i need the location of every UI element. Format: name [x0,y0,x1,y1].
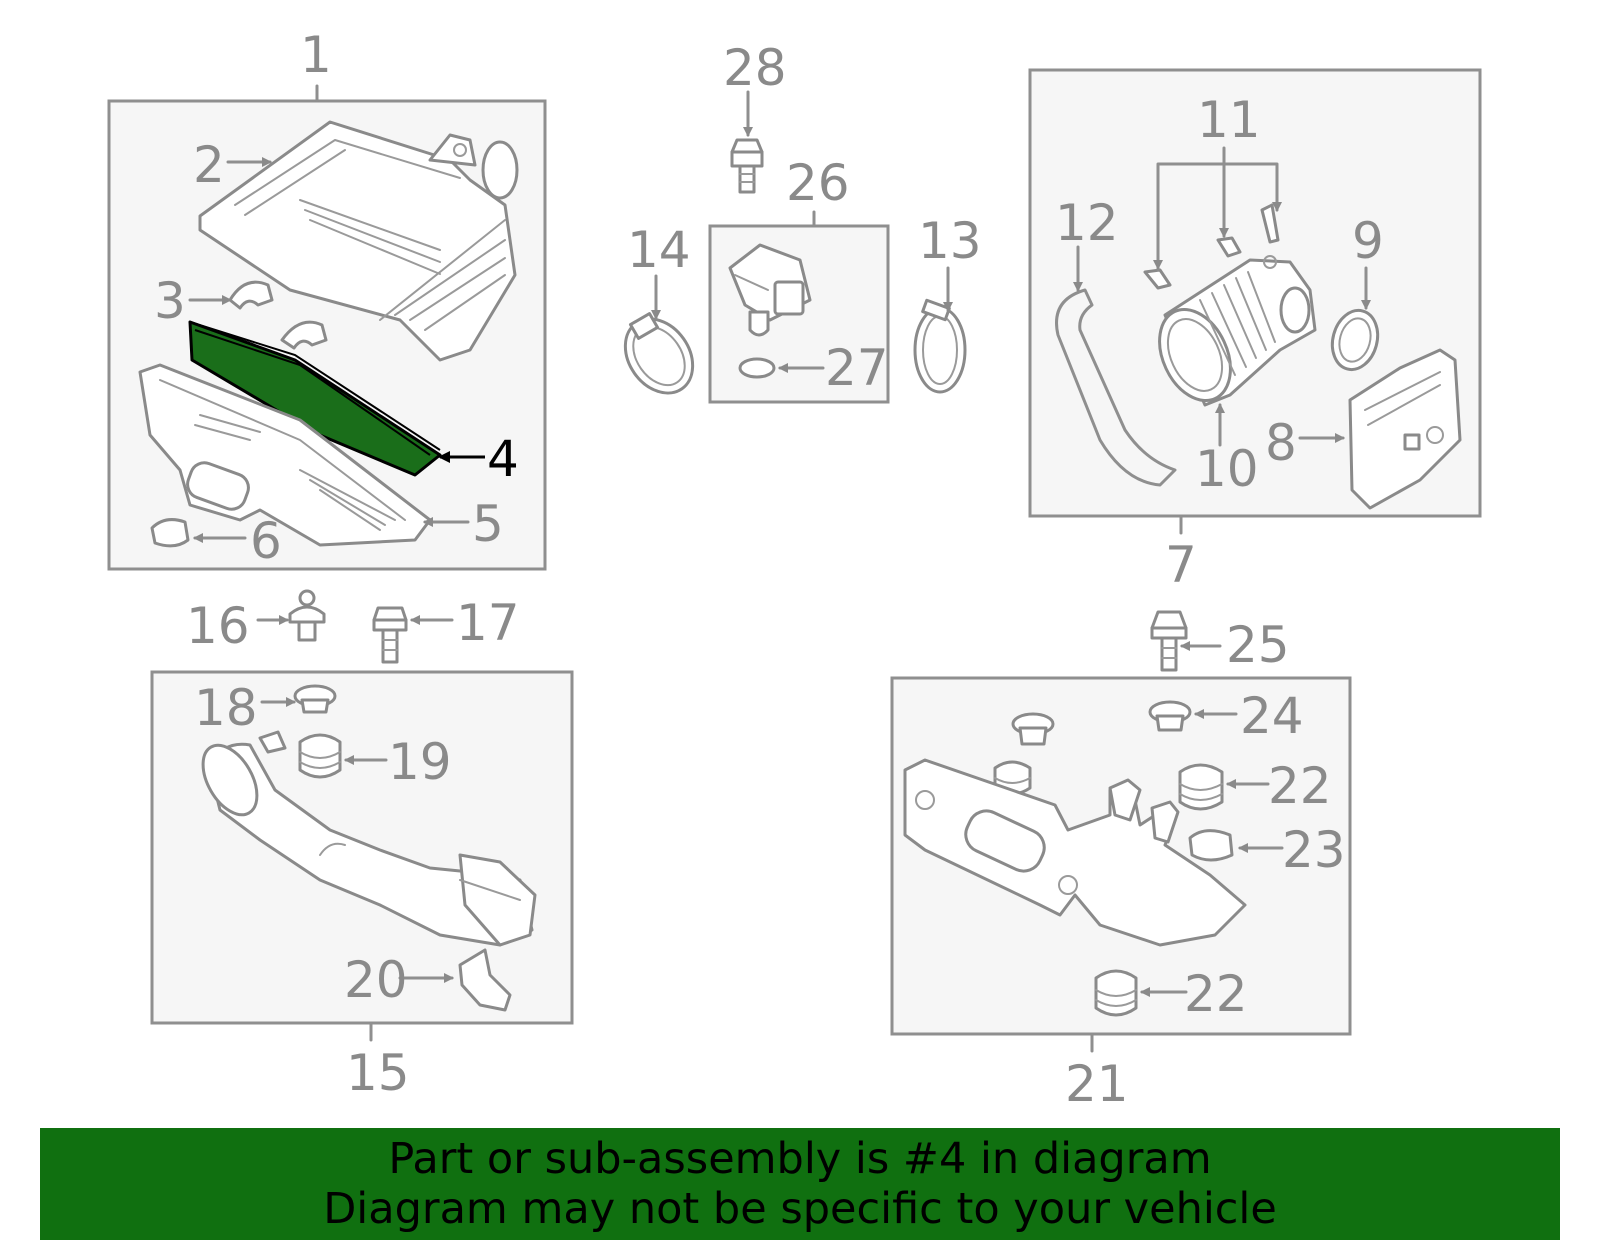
callout-7: 7 [1165,536,1197,594]
callout-11: 11 [1197,91,1261,149]
part-bellows-10 [1158,255,1317,407]
part-hose-12 [1055,288,1177,487]
part-insulator-22-bottom [1094,969,1138,1017]
callout-12: 12 [1055,194,1119,252]
callout-9: 9 [1352,212,1384,270]
part-sensor-26 [728,243,812,337]
part-grommet-24 [1148,700,1192,732]
part-insulator-22-top [1178,763,1224,811]
callout-13: 13 [918,212,982,270]
part-screws-11 [1143,203,1280,290]
callout-21: 21 [1065,1055,1129,1113]
part-bolt-28 [730,138,764,194]
callout-10: 10 [1195,440,1259,498]
fastener-group-16-17: 16 17 [186,589,520,664]
part-grommet-6 [150,518,190,548]
part-bolt-25 [1150,610,1188,630]
callout-27: 27 [825,339,889,397]
callout-16: 16 [186,597,250,655]
part-clamp-14 [623,312,695,395]
callout-23: 23 [1282,821,1346,879]
callout-3: 3 [154,272,186,330]
part-bracket-20 [458,948,512,1012]
callout-1: 1 [300,26,332,84]
callout-28: 28 [723,39,787,97]
part-duct-15 [201,730,537,947]
part-air-filter-highlighted [188,320,442,477]
callout-25: 25 [1226,616,1290,674]
notice-line-1: Part or sub-assembly is #4 in diagram [388,1134,1212,1184]
part-insulator-19 [298,733,342,779]
part-bolt-17 [372,606,408,664]
part-grommet-24a [1011,712,1055,746]
callout-19: 19 [388,733,452,791]
part-grommet-18 [293,684,337,714]
part-grommet-23 [1188,829,1234,862]
part-clamp-13 [913,298,967,394]
shield-group: 24 22 23 22 21 [890,676,1352,1113]
part-lower-housing [138,363,432,547]
callout-26: 26 [786,154,850,212]
callout-22b: 22 [1184,965,1248,1023]
callout-2: 2 [193,136,225,194]
part-upper-housing [198,120,519,362]
part-o-ring-27 [738,357,776,379]
part-shield-21 [903,758,1247,947]
part-bolt-16 [288,589,326,642]
callout-22a: 22 [1268,757,1332,815]
part-clips [228,280,328,350]
callout-4: 4 [487,430,519,488]
callout-6: 6 [250,512,282,570]
fastener-group-25: 25 [1150,610,1290,674]
intake-duct-group: 11 12 9 10 8 7 [1028,68,1482,594]
sensor-group: 28 26 27 14 13 [623,39,982,404]
callout-14: 14 [627,221,691,279]
part-clamp-9 [1330,308,1380,372]
notice-banner: Part or sub-assembly is #4 in diagram Di… [40,1128,1560,1240]
callout-8: 8 [1265,414,1297,472]
notice-line-2: Diagram may not be specific to your vehi… [323,1184,1277,1234]
callout-5: 5 [472,495,504,553]
inlet-duct-group: 18 19 20 15 [150,670,574,1102]
callout-18: 18 [194,679,258,737]
callout-24: 24 [1240,687,1304,745]
callout-20: 20 [344,951,408,1009]
callout-15: 15 [346,1044,410,1102]
callout-17: 17 [456,594,520,652]
part-resonator-8 [1348,348,1462,510]
air-cleaner-assembly-group: 1 2 3 4 5 6 [107,26,547,571]
